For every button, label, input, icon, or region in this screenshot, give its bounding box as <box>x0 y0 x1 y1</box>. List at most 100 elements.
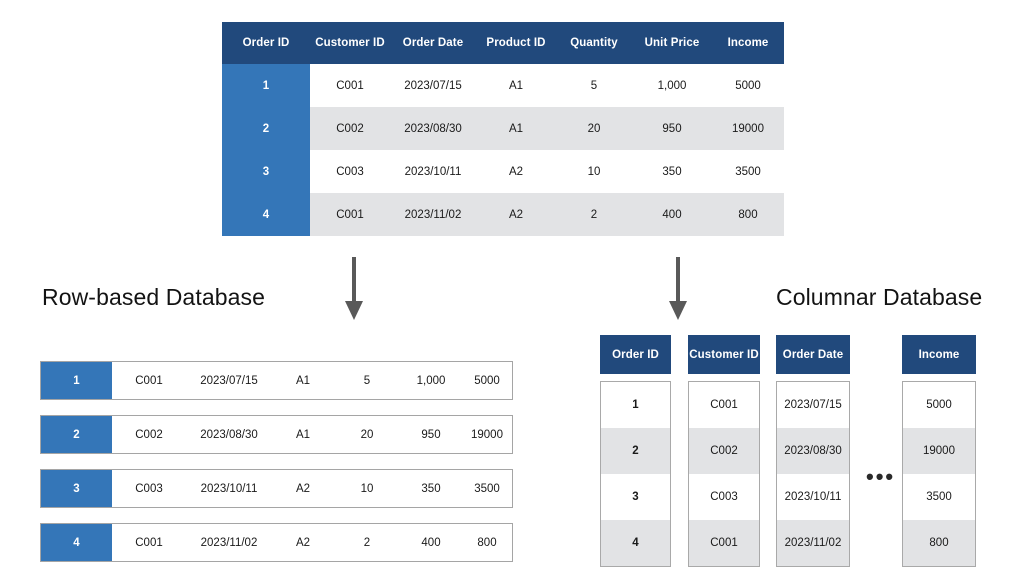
source-order-id-cell: 3 <box>262 165 270 178</box>
columnar-cell: 2023/08/30 <box>777 428 849 474</box>
columnar-ellipsis: ••• <box>866 464 896 489</box>
record-order-date: 2023/07/15 <box>200 374 258 387</box>
cell-unit-price: 350 <box>662 165 682 178</box>
columnar-cell: 2 <box>601 428 670 474</box>
record-income: 800 <box>477 536 497 549</box>
row-based-record: 4 C001 2023/11/02 A2 2 400 800 <box>40 523 513 562</box>
record-unit-price: 950 <box>421 428 441 441</box>
columnar-header-customer-id: Customer ID <box>688 335 760 374</box>
columnar-cell: 2023/11/02 <box>777 520 849 566</box>
record-product-id: A2 <box>295 482 311 495</box>
cell-product-id: A1 <box>508 79 524 92</box>
cell-unit-price: 950 <box>662 122 682 135</box>
table-row: C001 2023/11/02 A2 2 400 800 <box>222 193 784 236</box>
columnar-cell: 19000 <box>903 428 975 474</box>
source-header-product-id: Product ID <box>486 37 546 49</box>
record-quantity: 20 <box>360 428 374 441</box>
columnar-title: Columnar Database <box>776 284 983 310</box>
table-row: C002 2023/08/30 A1 20 950 19000 <box>222 107 784 150</box>
record-customer-id: C002 <box>135 428 163 441</box>
cell-customer-id: C002 <box>336 122 364 135</box>
record-customer-id: C003 <box>135 482 163 495</box>
cell-income: 3500 <box>735 165 761 178</box>
record-quantity: 10 <box>360 482 374 495</box>
table-row: C003 2023/10/11 A2 10 350 3500 <box>222 150 784 193</box>
source-header-order-id: Order ID <box>242 37 290 49</box>
source-header-order-date: Order Date <box>402 37 464 49</box>
cell-customer-id: C003 <box>336 165 364 178</box>
cell-income: 19000 <box>732 122 764 135</box>
record-order-id: 4 <box>41 524 112 561</box>
cell-customer-id: C001 <box>336 79 364 92</box>
arrow-down-icon-left <box>343 257 365 321</box>
source-order-id-cell: 1 <box>262 79 270 92</box>
record-income: 3500 <box>474 482 500 495</box>
source-order-id-cell: 2 <box>262 122 270 135</box>
columnar-cell: 800 <box>903 520 975 566</box>
columnar-header-order-date: Order Date <box>776 335 850 374</box>
source-order-id-cell: 4 <box>262 208 270 221</box>
columnar-cell: 1 <box>601 382 670 428</box>
source-header-income: Income <box>727 37 769 49</box>
columnar-cell: C001 <box>689 382 759 428</box>
cell-order-date: 2023/10/11 <box>404 165 462 178</box>
cell-quantity: 5 <box>590 79 598 92</box>
columnar-body-order-id: 1 2 3 4 <box>600 381 671 567</box>
columnar-cell: C003 <box>689 474 759 520</box>
arrow-down-icon-right <box>667 257 689 321</box>
source-header-quantity: Quantity <box>570 37 618 49</box>
cell-income: 800 <box>738 208 758 221</box>
row-based-record: 1 C001 2023/07/15 A1 5 1,000 5000 <box>40 361 513 400</box>
cell-customer-id: C001 <box>336 208 364 221</box>
cell-quantity: 2 <box>590 208 598 221</box>
record-product-id: A2 <box>295 536 311 549</box>
cell-quantity: 20 <box>587 122 601 135</box>
record-product-id: A1 <box>295 374 311 387</box>
cell-income: 5000 <box>735 79 761 92</box>
record-quantity: 5 <box>363 374 371 387</box>
record-unit-price: 350 <box>421 482 441 495</box>
columnar-cell: 3 <box>601 474 670 520</box>
row-based-title: Row-based Database <box>42 284 265 310</box>
cell-product-id: A2 <box>508 165 524 178</box>
columnar-column-customer-id: Customer ID C001 C002 C003 C001 <box>688 335 760 567</box>
record-customer-id: C001 <box>135 374 163 387</box>
columnar-column-order-date: Order Date 2023/07/15 2023/08/30 2023/10… <box>776 335 850 567</box>
columnar-column-income: Income 5000 19000 3500 800 <box>902 335 976 567</box>
record-income: 5000 <box>474 374 500 387</box>
source-header-unit-price: Unit Price <box>644 37 700 49</box>
source-header-customer-id: Customer ID <box>315 37 385 49</box>
columnar-body-customer-id: C001 C002 C003 C001 <box>688 381 760 567</box>
cell-product-id: A2 <box>508 208 524 221</box>
record-income: 19000 <box>471 428 503 441</box>
cell-order-date: 2023/11/02 <box>404 208 462 221</box>
cell-quantity: 10 <box>587 165 601 178</box>
columnar-cell: 4 <box>601 520 670 566</box>
cell-unit-price: 400 <box>662 208 682 221</box>
columnar-cell: 2023/07/15 <box>777 382 849 428</box>
record-order-date: 2023/11/02 <box>200 536 258 549</box>
table-row: C001 2023/07/15 A1 5 1,000 5000 <box>222 64 784 107</box>
cell-order-date: 2023/07/15 <box>404 79 462 92</box>
record-order-id: 1 <box>41 362 112 399</box>
record-quantity: 2 <box>363 536 371 549</box>
record-product-id: A1 <box>295 428 311 441</box>
source-order-id-column: 1 2 3 4 <box>222 64 310 236</box>
row-based-record: 3 C003 2023/10/11 A2 10 350 3500 <box>40 469 513 508</box>
columnar-body-income: 5000 19000 3500 800 <box>902 381 976 567</box>
record-order-id: 2 <box>41 416 112 453</box>
source-table: Order ID Customer ID Order Date Product … <box>222 22 784 236</box>
cell-unit-price: 1,000 <box>657 79 687 92</box>
record-order-date: 2023/08/30 <box>200 428 258 441</box>
cell-product-id: A1 <box>508 122 524 135</box>
record-order-id: 3 <box>41 470 112 507</box>
source-table-body: 1 2 3 4 C001 2023/07/15 A1 5 1,000 5000 … <box>222 64 784 236</box>
source-table-header-row: Order ID Customer ID Order Date Product … <box>222 22 784 64</box>
record-customer-id: C001 <box>135 536 163 549</box>
columnar-cell: 2023/10/11 <box>777 474 849 520</box>
record-unit-price: 400 <box>421 536 441 549</box>
columnar-cell: C002 <box>689 428 759 474</box>
cell-order-date: 2023/08/30 <box>404 122 462 135</box>
columnar-header-income: Income <box>902 335 976 374</box>
columnar-body-order-date: 2023/07/15 2023/08/30 2023/10/11 2023/11… <box>776 381 850 567</box>
